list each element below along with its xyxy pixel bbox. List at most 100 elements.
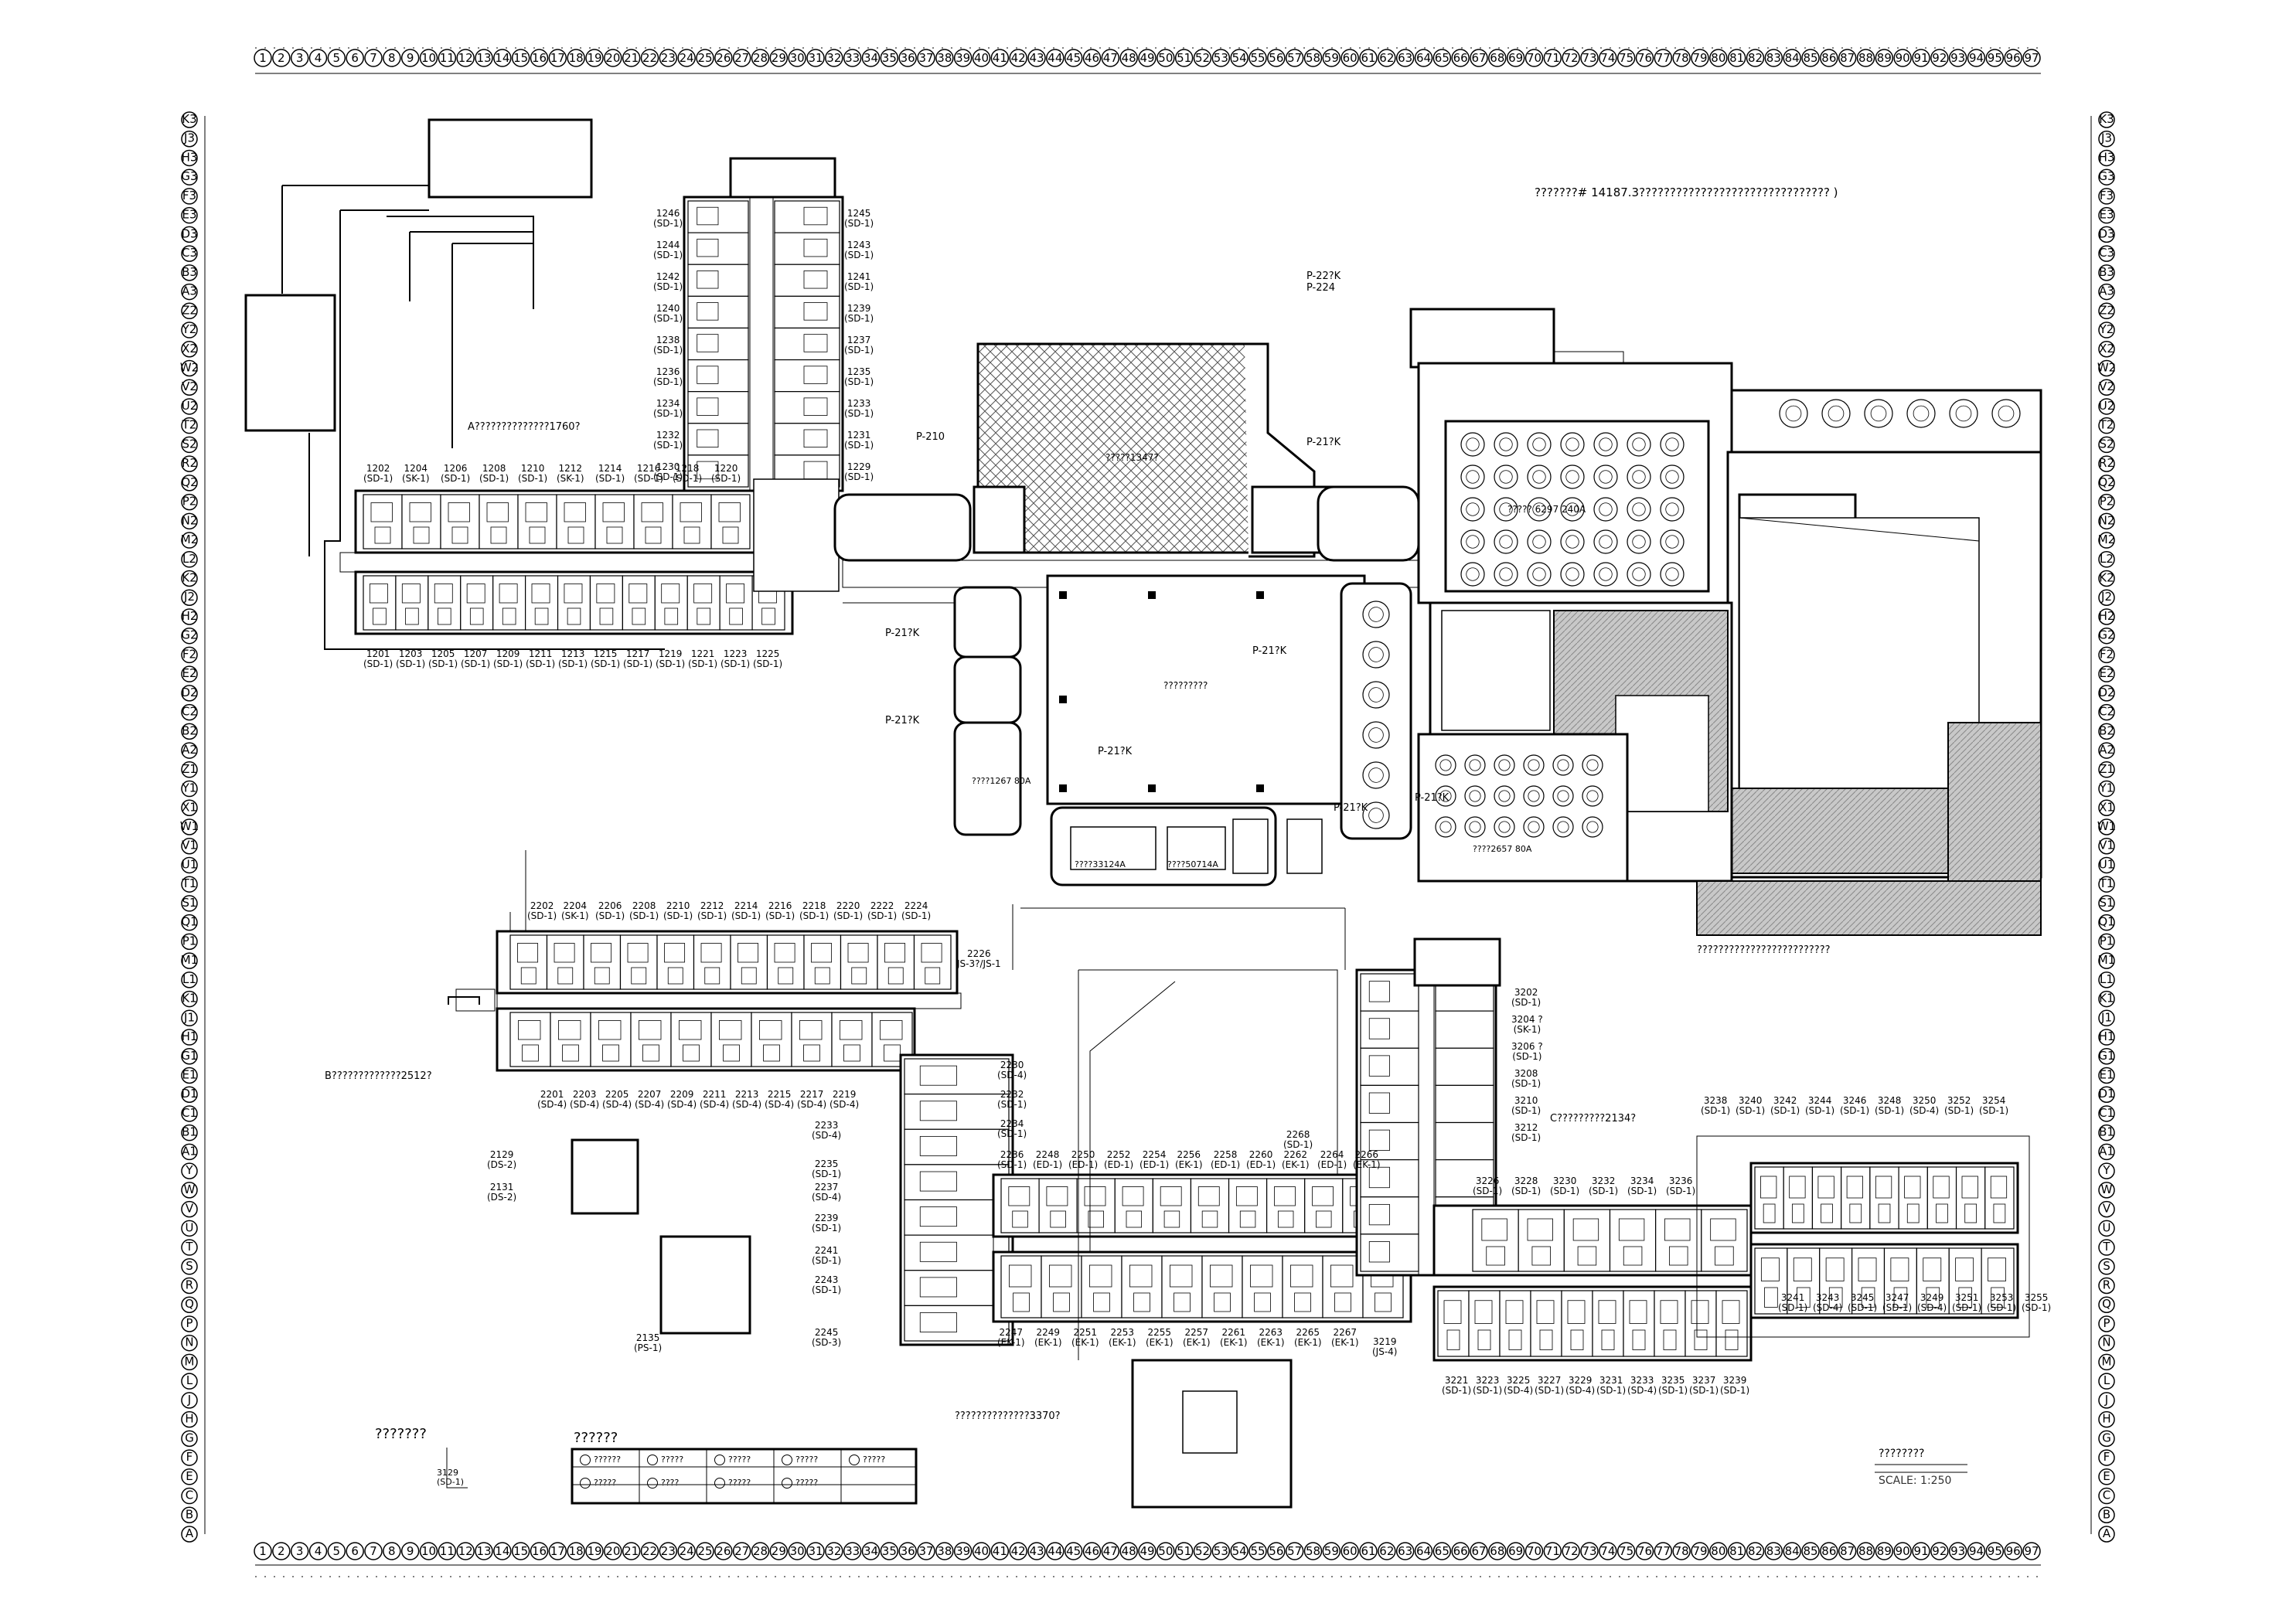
- grid-bubble-col-7: 7: [364, 1542, 383, 1560]
- grid-bubble-row-N: N: [181, 1334, 198, 1352]
- svg-text:44: 44: [1048, 1544, 1062, 1558]
- svg-text:40: 40: [974, 51, 989, 65]
- grid-bubble-col-51: 51: [1174, 1542, 1194, 1560]
- svg-text:6: 6: [351, 51, 359, 65]
- p-label-7: P-21?K: [1098, 746, 1133, 757]
- svg-text:38: 38: [937, 1544, 952, 1558]
- room-label-wing-b: 2232 (SD-1): [997, 1089, 1027, 1110]
- grid-bubble-col-78: 78: [1672, 49, 1691, 67]
- svg-text:55: 55: [1250, 51, 1265, 65]
- grid-bubble-col-20: 20: [604, 49, 622, 67]
- svg-text:B2: B2: [182, 723, 197, 737]
- svg-text:V2: V2: [182, 379, 197, 393]
- svg-text:S1: S1: [182, 896, 196, 910]
- guest-room-cell: [774, 295, 840, 329]
- room-label-wing-b: 2266 (EK-1): [1353, 1149, 1381, 1170]
- round-table: [1660, 497, 1685, 522]
- svg-text:U1: U1: [2099, 857, 2115, 871]
- svg-text:16: 16: [532, 51, 547, 65]
- banquet-label: ????? 6297 240A: [1507, 504, 1586, 515]
- svg-text:R2: R2: [2099, 456, 2114, 470]
- grid-bubble-col-57: 57: [1285, 1542, 1304, 1560]
- grid-bubble-row-C: C: [181, 1487, 198, 1505]
- room-label-wing-c: 3219 (JS-4): [1372, 1336, 1398, 1357]
- room-label-wing-c: 3231 (SD-1): [1596, 1375, 1627, 1396]
- round-table: [1779, 399, 1808, 428]
- room-label-tower: 1239 (SD-1): [844, 303, 874, 324]
- svg-text:17: 17: [550, 51, 565, 65]
- grid-bubble-col-37: 37: [917, 1542, 935, 1560]
- legend-item: ?????: [580, 1478, 616, 1489]
- svg-text:H1: H1: [2099, 1029, 2115, 1043]
- guest-room-cell: [1435, 1047, 1494, 1086]
- zone-a-note: A??????????????1760?: [468, 421, 581, 433]
- svg-text:36: 36: [901, 1544, 915, 1558]
- svg-text:84: 84: [1785, 1544, 1800, 1558]
- svg-text:T: T: [185, 1240, 193, 1254]
- room-label-wing-b: 2255 (EK-1): [1146, 1327, 1174, 1348]
- room-label-tower: 1245 (SD-1): [844, 208, 874, 229]
- svg-text:7: 7: [370, 51, 377, 65]
- grid-bubble-row-M1: M1: [2098, 952, 2115, 969]
- grid-bubble-col-86: 86: [1820, 49, 1838, 67]
- svg-text:Z1: Z1: [182, 762, 197, 776]
- grid-bubble-col-83: 83: [1764, 1542, 1783, 1560]
- grid-bubble-row-P: P: [181, 1315, 198, 1332]
- svg-text:9: 9: [407, 51, 414, 65]
- grid-bubble-row-F: F: [2098, 1449, 2115, 1466]
- svg-text:54: 54: [1232, 51, 1247, 65]
- grid-bubble-col-52: 52: [1193, 49, 1212, 67]
- svg-text:73: 73: [1582, 51, 1596, 65]
- round-table: [1949, 399, 1978, 428]
- room-label-tower: 1243 (SD-1): [844, 240, 874, 260]
- svg-text:26: 26: [716, 1544, 731, 1558]
- svg-text:11: 11: [440, 51, 455, 65]
- guest-room-cell: [904, 1234, 1010, 1271]
- svg-text:25: 25: [697, 51, 712, 65]
- hall-column: [1148, 784, 1156, 792]
- guest-room-cell: [774, 232, 840, 265]
- svg-text:Q2: Q2: [181, 475, 197, 489]
- guest-room-cell: [1841, 1166, 1871, 1230]
- guest-room-cell: [1360, 973, 1419, 1012]
- svg-text:24: 24: [680, 51, 694, 65]
- svg-text:94: 94: [1969, 51, 1984, 65]
- grid-bubble-row-M1: M1: [181, 952, 198, 969]
- grid-bubble-row-W: W: [2098, 1182, 2115, 1199]
- svg-text:82: 82: [1748, 1544, 1763, 1558]
- svg-text:V: V: [2103, 1202, 2111, 1216]
- grid-bubble-row-P1: P1: [181, 933, 198, 951]
- grid-bubble-row-C2: C2: [2098, 703, 2115, 721]
- grid-bubble-row-K2: K2: [2098, 570, 2115, 587]
- round-table: [1552, 785, 1574, 807]
- grid-bubble-row-S: S: [2098, 1258, 2115, 1275]
- svg-text:C2: C2: [182, 705, 197, 719]
- grid-bubble-col-25: 25: [696, 1542, 714, 1560]
- grid-bubble-row-B2: B2: [2098, 723, 2115, 740]
- guest-room-cell: [1081, 1255, 1122, 1318]
- room-label-wing-c: 3228 (SD-1): [1511, 1176, 1541, 1196]
- svg-text:15: 15: [513, 1544, 528, 1558]
- svg-text:W: W: [184, 1182, 196, 1196]
- grid-bubble-col-76: 76: [1635, 49, 1654, 67]
- grid-bubble-row-L2: L2: [181, 551, 198, 568]
- svg-text:X1: X1: [182, 800, 197, 814]
- svg-text:R2: R2: [182, 456, 197, 470]
- grid-bubble-col-40: 40: [972, 1542, 991, 1560]
- guest-room-cell: [1282, 1255, 1323, 1318]
- guest-room-cell: [1499, 1290, 1531, 1357]
- svg-text:68: 68: [1490, 1544, 1504, 1558]
- round-table: [1527, 432, 1552, 457]
- round-table: [1527, 529, 1552, 554]
- grid-bubble-col-82: 82: [1746, 1542, 1765, 1560]
- grid-bubble-row-E3: E3: [2098, 206, 2115, 224]
- grid-bubble-row-S2: S2: [2098, 436, 2115, 454]
- room-label-wing-c: 3234 (SD-1): [1627, 1176, 1657, 1196]
- grid-bubble-row-V: V: [2098, 1200, 2115, 1218]
- guest-room-cell: [1898, 1166, 1928, 1230]
- svg-text:89: 89: [1877, 1544, 1892, 1558]
- guest-room-cell: [904, 1305, 1010, 1342]
- grid-bubble-col-55: 55: [1248, 1542, 1267, 1560]
- grid-bubble-row-W2: W2: [180, 359, 199, 377]
- svg-text:D3: D3: [2098, 226, 2114, 240]
